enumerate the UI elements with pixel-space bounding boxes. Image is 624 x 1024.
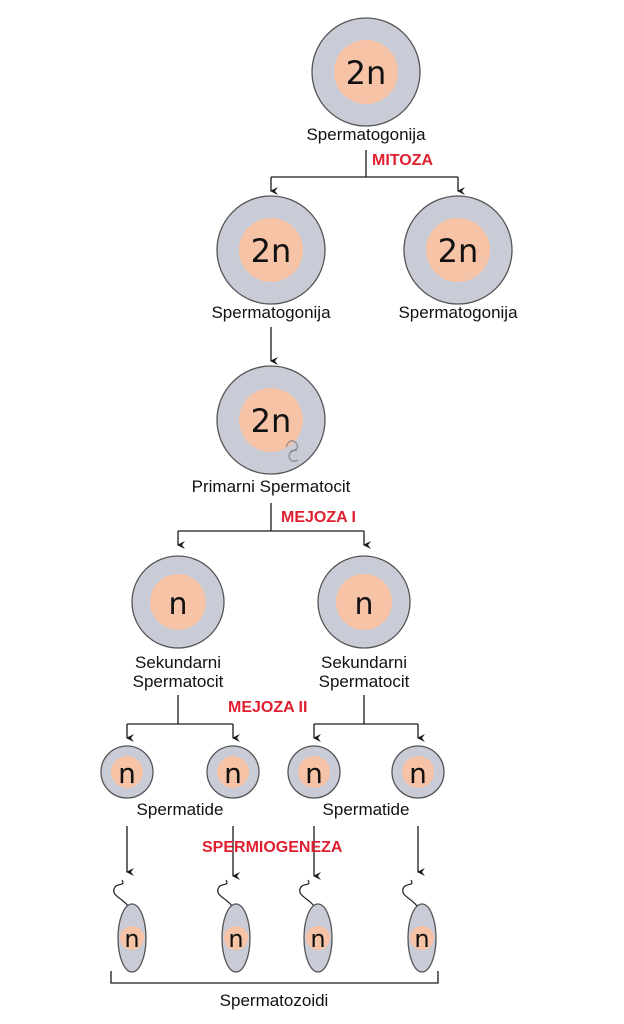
primary-spermatocyte-cell: 2n (216, 365, 326, 475)
spermatozoon-1: n (113, 879, 147, 973)
secondary-spermatocyte-label-left-1: Sekundarni (135, 653, 221, 672)
spermatid-label-left: Spermatide (137, 800, 224, 819)
ploidy-label: n (118, 757, 136, 790)
ploidy-label: 2n (251, 402, 292, 440)
stage-label-mitoza: MITOZA (372, 152, 433, 169)
meiosis-2-connector-left (126, 695, 240, 742)
chromosome-icon (285, 440, 299, 462)
spermatozoon-2: n (217, 879, 251, 973)
secondary-spermatocyte-cell-right: n (317, 555, 411, 649)
spermatid-cell-2: n (206, 745, 260, 799)
secondary-spermatocyte-label-right-1: Sekundarni (321, 653, 407, 672)
spermatid-label-right: Spermatide (323, 800, 410, 819)
spermatid-cell-3: n (287, 745, 341, 799)
ploidy-label: 2n (251, 232, 292, 270)
spermatogonium-label-right: Spermatogonija (398, 303, 518, 322)
ploidy-label: n (354, 587, 373, 622)
meiosis-1-connector (177, 503, 371, 549)
primary-spermatocyte-label: Primarni Spermatocit (192, 477, 351, 496)
spermatogonium-cell-right: 2n (403, 195, 513, 305)
spermiogenesis-arrows (126, 826, 425, 880)
meiosis-2-connector-right (313, 695, 425, 742)
ploidy-label: n (409, 757, 427, 790)
secondary-spermatocyte-label-left-2: Spermatocit (133, 672, 224, 691)
secondary-spermatocyte-label-right-2: Spermatocit (319, 672, 410, 691)
spermatozoon-4: n (402, 879, 437, 973)
spermatogonium-cell-left: 2n (216, 195, 326, 305)
spermatozoon-3: n (299, 879, 333, 973)
ploidy-label: n (224, 757, 242, 790)
ploidy-label: n (168, 587, 187, 622)
spermatozoa-bracket (110, 971, 439, 984)
ploidy-label: n (228, 925, 243, 953)
ploidy-label: n (124, 925, 139, 953)
secondary-spermatocyte-cell-left: n (131, 555, 225, 649)
spermatozoa-label: Spermatozoidi (220, 991, 329, 1010)
ploidy-label: n (305, 757, 323, 790)
spermatogonium-label-top: Spermatogonija (306, 125, 426, 144)
spermatogonium-label-left: Spermatogonija (211, 303, 331, 322)
ploidy-label: 2n (438, 232, 479, 270)
ploidy-label: n (310, 925, 325, 953)
spermatid-cell-4: n (391, 745, 445, 799)
stage-label-mejoza-1: MEJOZA I (281, 509, 356, 526)
spermatid-cell-1: n (100, 745, 154, 799)
mitosis-connector (270, 150, 465, 195)
ploidy-label: 2n (346, 54, 387, 92)
spermatogonium-cell-top: 2n (311, 17, 421, 127)
ploidy-label: n (414, 925, 429, 953)
stage-label-mejoza-2: MEJOZA II (228, 699, 307, 716)
stage-label-spermiogeneza: SPERMIOGENEZA (202, 839, 343, 856)
